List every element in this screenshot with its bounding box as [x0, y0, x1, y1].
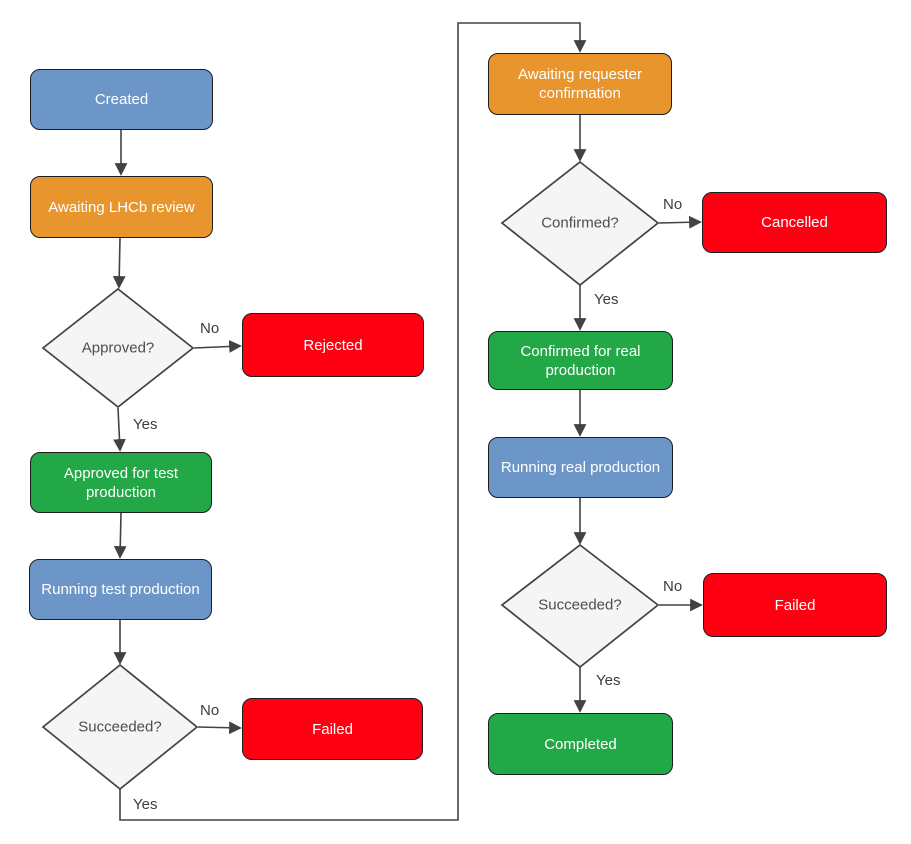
edge-label-confirmed-yes: Yes	[594, 291, 619, 308]
node-cancelled: Cancelled	[702, 192, 887, 253]
node-awaiting-lhcb-review-label: Awaiting LHCb review	[48, 198, 195, 216]
edge-confirmed-no-to-cancelled	[658, 215, 702, 229]
node-running-test-production: Running test production	[29, 559, 212, 620]
edge-approved-no-to-rejected	[193, 340, 242, 353]
edge-label-confirmed-no: No	[663, 196, 683, 213]
decision-confirmed-shape	[500, 160, 660, 287]
node-confirmed-for-real-production-label: Confirmed for real production	[520, 342, 641, 379]
node-rejected-label: Rejected	[303, 336, 363, 354]
node-failed-test: Failed	[242, 698, 423, 760]
edge-awaiting-lhcb-to-approved	[112, 237, 126, 289]
edge-label-succeeded-test-no: No	[200, 702, 220, 719]
decision-succeeded-real-shape	[500, 543, 660, 669]
edge-label-succeeded-real-yes: Yes	[596, 672, 621, 689]
decision-confirmed-label: Confirmed?	[541, 214, 619, 232]
node-failed-real: Failed	[703, 573, 887, 637]
node-awaiting-lhcb-review: Awaiting LHCb review	[30, 176, 213, 238]
node-awaiting-requester-confirmation-label: Awaiting requester confirmation	[518, 66, 642, 102]
node-approved-for-test-production: Approved for test production	[30, 452, 212, 513]
node-running-real-production: Running real production	[488, 437, 673, 498]
node-approved-for-test-production-label: Approved for test production	[63, 464, 179, 501]
node-rejected: Rejected	[242, 313, 424, 377]
node-created-label: Created	[94, 91, 149, 108]
decision-succeeded-test-label: Succeeded?	[78, 718, 162, 736]
decision-approved-label: Approved?	[81, 339, 155, 357]
edge-label-approved-no: No	[200, 320, 220, 337]
node-failed-test-label: Failed	[312, 720, 353, 738]
node-confirmed-for-real-production: Confirmed for real production	[488, 331, 673, 390]
edge-approved-yes-to-approved-test	[113, 407, 126, 452]
edge-label-succeeded-real-no: No	[663, 578, 683, 595]
edge-approved-test-to-running-test	[113, 512, 127, 559]
node-failed-real-label: Failed	[774, 596, 816, 614]
node-completed: Completed	[488, 713, 673, 775]
node-created: Created	[30, 69, 213, 130]
node-cancelled-label: Cancelled	[761, 214, 828, 231]
edge-label-succeeded-test-yes: Yes	[133, 796, 158, 813]
node-running-real-production-label: Running real production	[500, 459, 661, 476]
decision-approved-shape	[41, 287, 195, 409]
node-awaiting-requester-confirmation: Awaiting requester confirmation	[488, 53, 672, 115]
node-running-test-production-label: Running test production	[41, 581, 200, 598]
edge-succeeded-test-yes-to-awaiting-requester	[119, 22, 587, 821]
decision-succeeded-test-shape	[41, 663, 199, 791]
edge-succeeded-test-no-to-failed-test	[197, 721, 242, 735]
decision-succeeded-real-label: Succeeded?	[538, 596, 622, 614]
edge-label-approved-yes: Yes	[133, 416, 158, 433]
node-completed-label: Completed	[544, 735, 617, 753]
